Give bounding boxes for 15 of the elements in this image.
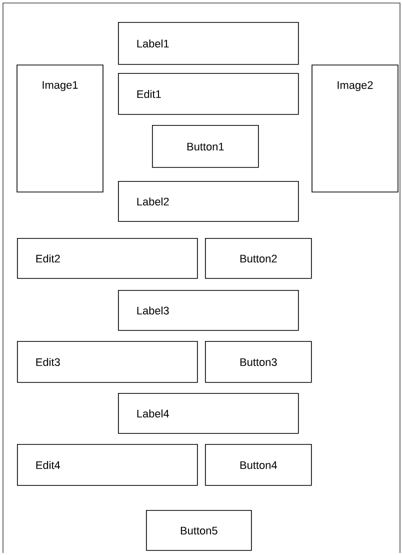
text-field: Edit1 [118,73,299,115]
text-field: Edit4 [17,444,198,486]
text-field: Edit2 [17,238,198,279]
label-box: Label2 [118,181,299,222]
label-box: Label1 [118,22,299,65]
button: Button4 [205,444,312,486]
label-box: Label3 [118,290,299,331]
button: Button3 [205,341,312,383]
image-field: Image1 [16,64,104,192]
button: Button5 [146,510,252,551]
image-field: Image2 [312,64,398,192]
button: Button2 [205,238,312,279]
text-field: Edit3 [17,341,198,383]
label-box: Label4 [118,393,299,434]
button: Button1 [152,125,259,168]
